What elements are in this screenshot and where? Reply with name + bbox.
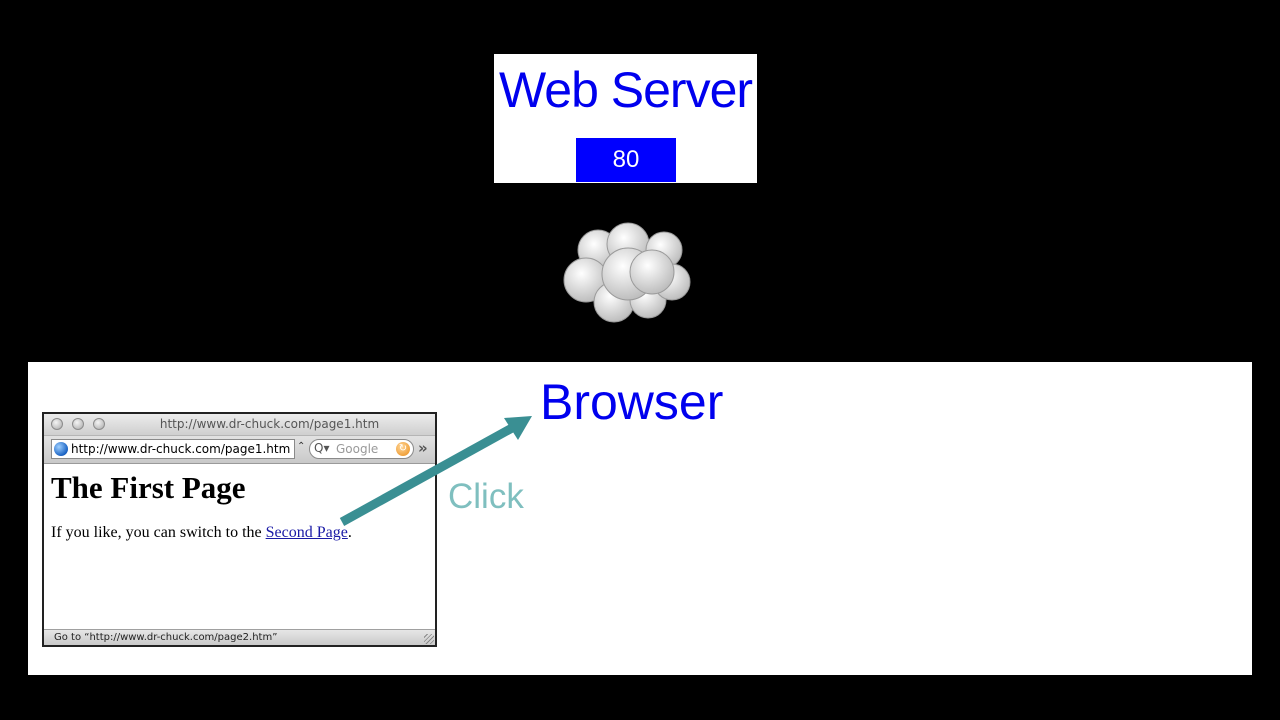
paragraph-text: If you like, you can switch to the	[51, 524, 266, 541]
window-title: http://www.dr-chuck.com/page1.htm	[159, 417, 380, 431]
search-icon: Q▾	[314, 441, 330, 455]
zoom-window-button[interactable]	[93, 418, 105, 430]
browser-label: Browser	[540, 374, 724, 430]
paragraph-end: .	[347, 524, 352, 541]
search-placeholder: Google	[336, 442, 379, 456]
cloud-icon	[563, 222, 691, 323]
second-page-link[interactable]: Second Page	[265, 524, 348, 541]
window-titlebar: http://www.dr-chuck.com/page1.htm	[44, 414, 435, 436]
browser-toolbar: http://www.dr-chuck.com/page1.htm ⌃ Q▾ G…	[44, 436, 435, 464]
close-window-button[interactable]	[51, 418, 63, 430]
status-text: Go to “http://www.dr-chuck.com/page2.htm…	[54, 632, 278, 643]
status-bar: Go to “http://www.dr-chuck.com/page2.htm…	[44, 629, 435, 645]
minimize-window-button[interactable]	[72, 418, 84, 430]
url-dropdown-icon[interactable]: ⌃	[297, 441, 306, 452]
page-heading: The First Page	[51, 470, 246, 505]
port-80-box: 80	[576, 138, 676, 182]
resize-grip-icon[interactable]	[424, 634, 434, 644]
search-go-icon[interactable]: ↻	[396, 442, 410, 456]
browser-window: http://www.dr-chuck.com/page1.htm http:/…	[42, 412, 437, 647]
globe-icon	[54, 442, 68, 456]
page-paragraph: If you like, you can switch to the Secon…	[51, 523, 352, 543]
page-content: The First Page If you like, you can swit…	[44, 464, 435, 619]
browser-panel: Browser Click http://www.dr-chuck.com/pa…	[28, 362, 1252, 675]
click-label: Click	[448, 477, 524, 516]
web-server-title: Web Server	[498, 62, 753, 118]
search-field[interactable]: Q▾ Google ↻	[309, 439, 414, 459]
address-bar[interactable]: http://www.dr-chuck.com/page1.htm	[51, 439, 295, 459]
address-url: http://www.dr-chuck.com/page1.htm	[71, 442, 291, 456]
web-server-box: Web Server 80	[494, 54, 757, 183]
toolbar-overflow-icon[interactable]: »	[418, 439, 428, 457]
